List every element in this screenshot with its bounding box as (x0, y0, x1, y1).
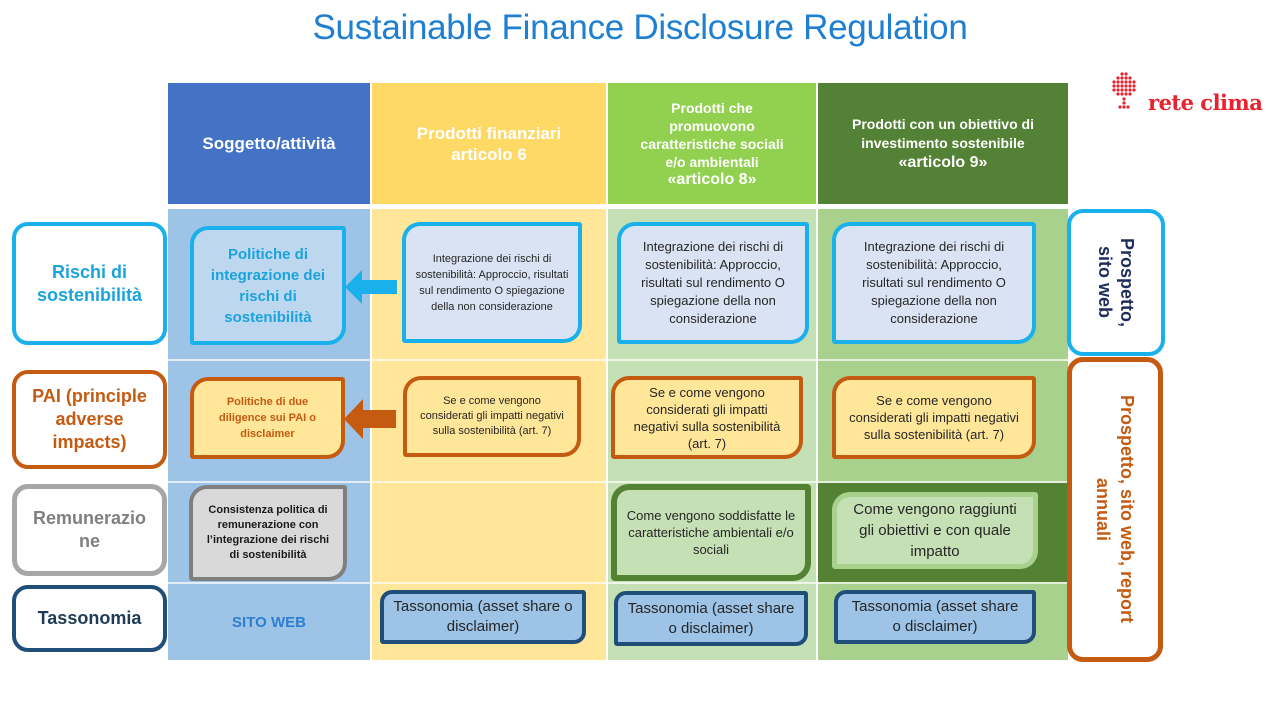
cell-remunerazione-art9: Come vengono raggiunti gli obiettivi e c… (832, 492, 1038, 569)
cell-tassonomia-art6: Tassonomia (asset share o disclaimer) (380, 590, 586, 644)
cell-text: Politiche di integrazione dei rischi di … (210, 245, 326, 326)
row-label-text: PAI (principle adverse impacts) (32, 386, 147, 452)
column-header-soggetto: Soggetto/attività (168, 83, 370, 204)
cell-text: Tassonomia (asset share o disclaimer) (627, 599, 795, 637)
page-title: Sustainable Finance Disclosure Regulatio… (312, 8, 968, 47)
column-header-article: «articolo 9» (898, 154, 988, 171)
cell-rischi-art9: Integrazione dei rischi di sostenibilità… (832, 222, 1036, 344)
column-header-articolo-9: Prodotti con un obiettivo di investiment… (818, 83, 1068, 204)
cell-text: Se e come vengono considerati gli impatt… (420, 395, 564, 437)
row-divider (168, 481, 1068, 483)
cell-tassonomia-art9: Tassonomia (asset share o disclaimer) (834, 590, 1036, 644)
row-label-text: Remunerazio ne (32, 508, 147, 551)
channel-label: Prospetto, sito web, report annuali (1093, 395, 1137, 624)
cell-text: Integrazione dei rischi di sostenibilità… (862, 239, 1006, 326)
cell-pai-art9: Se e come vengono considerati gli impatt… (832, 376, 1036, 459)
column-header-label: Prodotti finanziari articolo 6 (416, 123, 562, 164)
cell-text: Integrazione dei rischi di sostenibilità… (415, 252, 569, 313)
cell-text: Integrazione dei rischi di sostenibilità… (641, 239, 785, 326)
column-header-label: Soggetto/attività (202, 133, 336, 153)
channel-prospetto-sito-web-report: Prospetto, sito web, report annuali (1067, 357, 1163, 662)
cell-text: Consistenza politica di remunerazione co… (206, 504, 330, 561)
column-header-article: «articolo 8» (667, 170, 757, 188)
arrow-left-icon (344, 399, 396, 439)
column-header-articolo-8: Prodotti che promuovono caratteristiche … (608, 83, 816, 204)
cell-text: Tassonomia (asset share o disclaimer) (851, 598, 1019, 635)
cell-rischi-art6: Integrazione dei rischi di sostenibilità… (402, 222, 582, 343)
row-label-text: Rischi di sostenibilità (36, 261, 143, 305)
cell-text: Politiche di due diligence sui PAI o dis… (219, 396, 316, 440)
column-header-line: investimento sostenibile (861, 135, 1025, 151)
logo-text: rete clima (1148, 90, 1263, 115)
rete-clima-logo: rete clima (1110, 70, 1280, 130)
row-divider (168, 359, 1068, 361)
column-header-articolo-6: Prodotti finanziari articolo 6 (372, 83, 606, 204)
cell-remunerazione-soggetto: Consistenza politica di remunerazione co… (189, 485, 347, 581)
column-header-line: Prodotti con un obiettivo di (852, 116, 1034, 132)
cell-tassonomia-art8: Tassonomia (asset share o disclaimer) (614, 591, 808, 646)
cell-remunerazione-art8: Come vengono soddisfatte le caratteristi… (611, 484, 811, 581)
row-label-pai: PAI (principle adverse impacts) (12, 370, 167, 469)
arrow-left-icon (345, 270, 397, 304)
row-divider (168, 582, 1068, 584)
channel-prospetto-sito-web: Prospetto, sito web (1067, 209, 1165, 356)
column-header-line: Prodotti che (671, 99, 753, 116)
column-header-line: caratteristiche sociali (640, 135, 784, 152)
cell-pai-art8: Se e come vengono considerati gli impatt… (611, 376, 803, 459)
cell-rischi-art8: Integrazione dei rischi di sostenibilità… (617, 222, 809, 344)
column-header-line: promuovono (669, 117, 755, 134)
cell-text: SITO WEB (232, 613, 306, 631)
row-label-text: Tassonomia (37, 608, 142, 628)
channel-label: Prospetto, sito web (1095, 237, 1137, 327)
cell-pai-art6: Se e come vengono considerati gli impatt… (403, 376, 581, 457)
cell-rischi-soggetto: Politiche di integrazione dei rischi di … (190, 226, 346, 345)
row-label-rischi: Rischi di sostenibilità (12, 222, 167, 345)
cell-text: Se e come vengono considerati gli impatt… (849, 393, 1019, 442)
row-label-remunerazione: Remunerazio ne (12, 484, 167, 576)
column-header-line: e/o ambientali (665, 153, 759, 170)
cell-pai-soggetto: Politiche di due diligence sui PAI o dis… (190, 377, 345, 459)
tree-dots-icon (1112, 72, 1136, 109)
cell-text: Tassonomia (asset share o disclaimer) (393, 598, 573, 635)
row-label-tassonomia: Tassonomia (12, 585, 167, 652)
cell-text: Se e come vengono considerati gli impatt… (633, 384, 781, 451)
cell-text: Come vengono soddisfatte le caratteristi… (626, 508, 796, 557)
cell-text: Come vengono raggiunti gli obiettivi e c… (853, 501, 1017, 560)
cell-tassonomia-soggetto: SITO WEB (168, 584, 370, 660)
